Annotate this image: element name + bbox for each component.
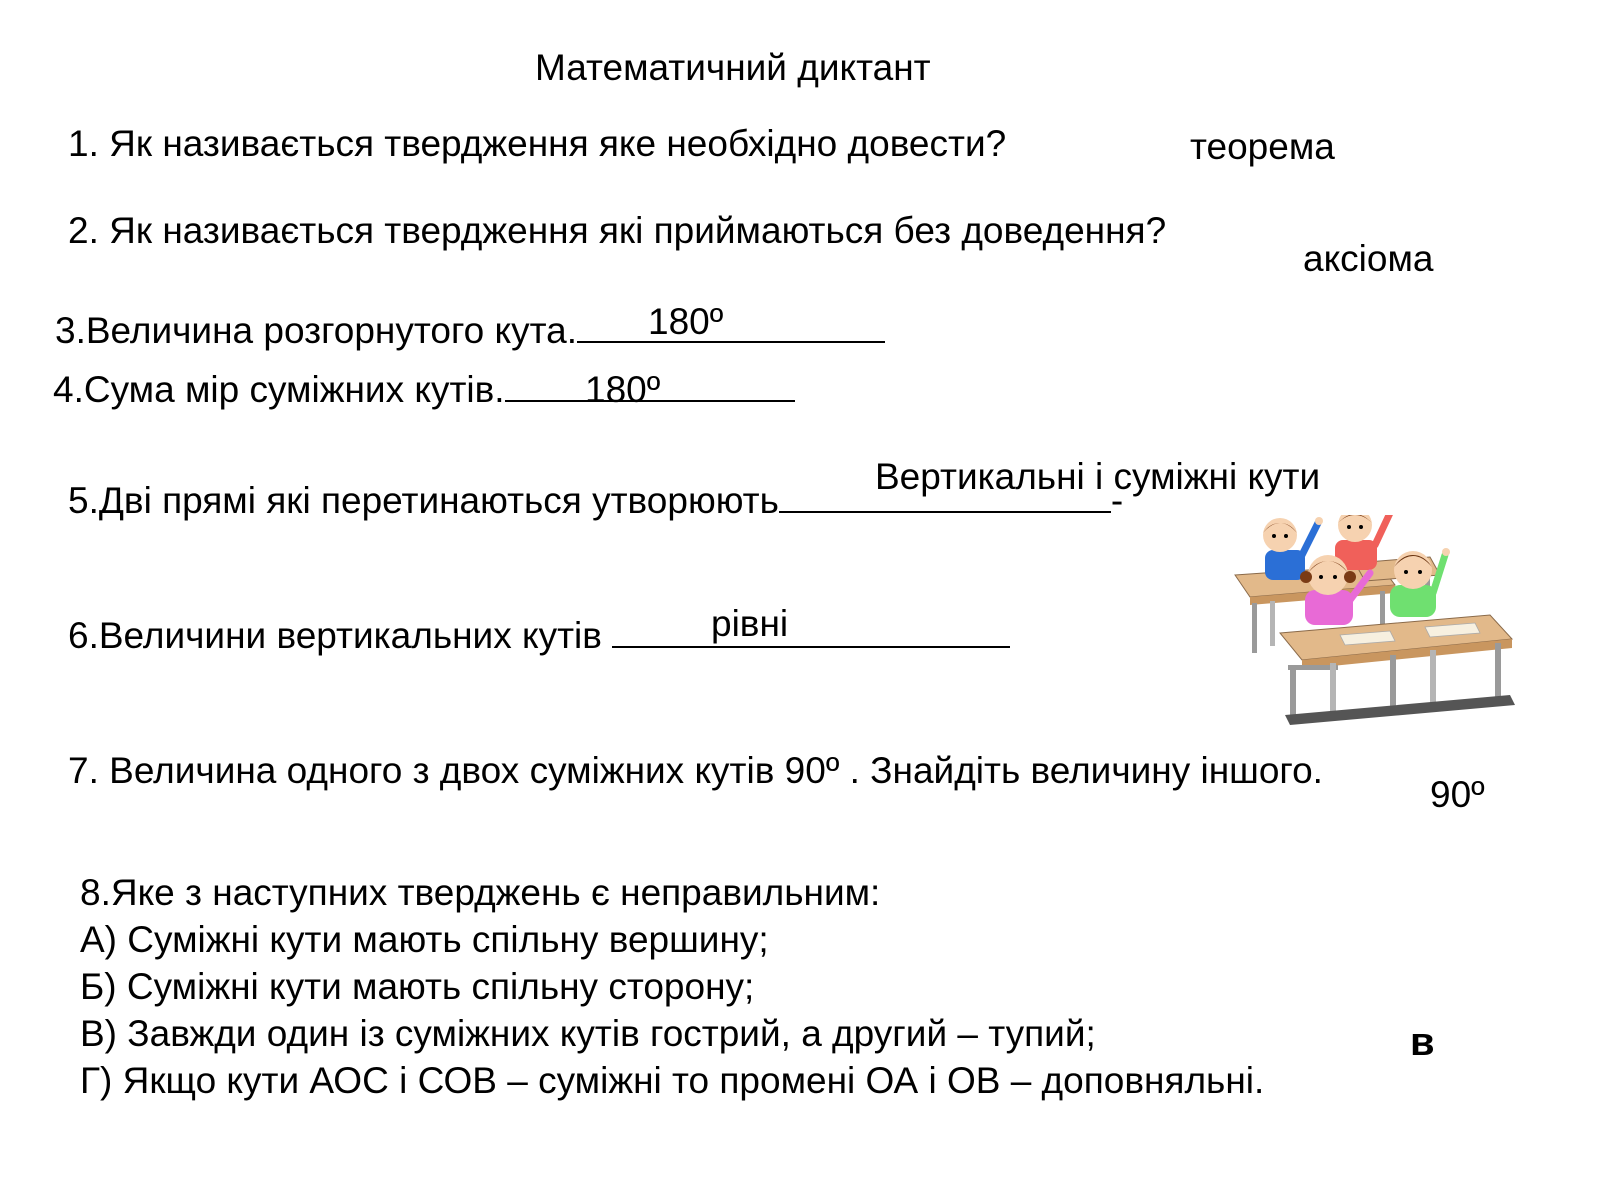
question-6: 6.Величини вертикальних кутів [68,615,1011,656]
question-6-text: 6.Величини вертикальних кутів [68,615,602,656]
question-5-suffix: - [1110,480,1124,521]
answer-blank-4 [504,394,795,402]
option-d: Г) Якщо кути АОС і СОВ – суміжні то пром… [80,1060,1265,1101]
child-pink [1300,555,1374,625]
answer-8: в [1410,1020,1435,1064]
question-4-text: 4.Сума мір суміжних кутів. [53,369,505,410]
question-3-text: 3.Величина розгорнутого кута. [55,310,577,351]
option-c: В) Завжди один із суміжних кутів гострий… [80,1013,1096,1054]
question-5: 5.Дві прямі які перетинаються утворюють - [68,482,1123,519]
option-a: А) Суміжні кути мають спільну вершину; [80,919,769,960]
front-desks [1279,614,1515,725]
answer-2: аксіома [1303,238,1434,279]
answer-7: 90º [1430,774,1485,815]
answer-blank-5 [778,505,1111,513]
question-1: 1. Як називається твердження яке необхід… [68,123,1007,164]
child-blue [1263,517,1323,580]
answer-blank-3 [577,335,885,343]
question-3: 3.Величина розгорнутого кута. [55,312,885,349]
answer-1: теорема [1190,126,1335,167]
answer-6: рівні [711,603,789,644]
page-title: Математичний диктант [535,47,931,88]
option-b: Б) Суміжні кути мають спільну сторону; [80,966,755,1007]
answer-3: 180º [648,301,724,342]
answer-5: Вертикальні і суміжні кути [875,456,1321,497]
question-7: 7. Величина одного з двох суміжних кутів… [68,750,1323,791]
answer-4: 180º [585,369,661,410]
answer-blank-6 [612,640,1011,648]
classroom-children-icon [1234,515,1515,725]
question-5-text: 5.Дві прямі які перетинаються утворюють [68,480,779,521]
child-red [1335,515,1393,570]
question-4: 4.Сума мір суміжних кутів. [53,371,795,408]
question-2: 2. Як називається твердження які приймаю… [68,210,1167,251]
question-8: 8.Яке з наступних тверджень є неправильн… [80,872,881,913]
child-green [1390,548,1450,617]
